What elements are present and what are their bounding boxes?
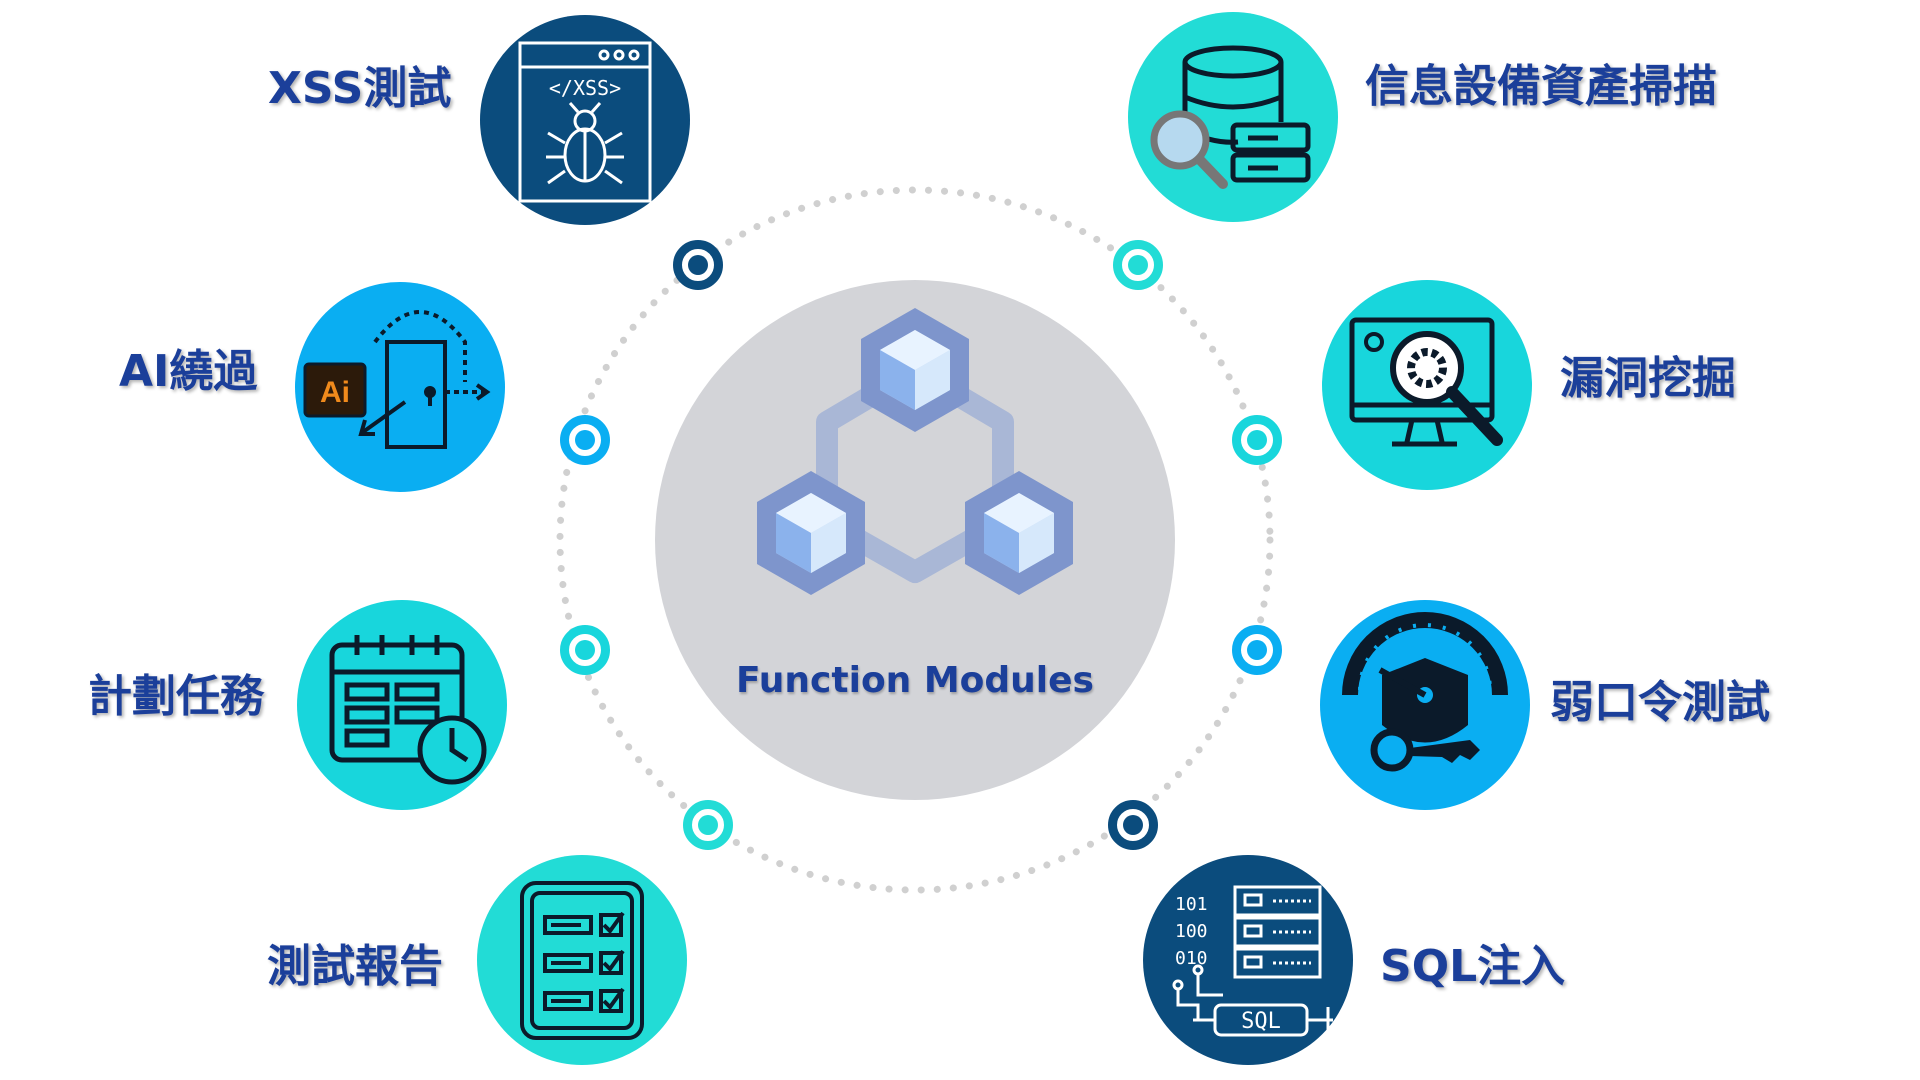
label-xss-test: XSS測試 <box>268 63 452 114</box>
binary-line-3: 010 <box>1175 948 1208 969</box>
module-test-report <box>477 855 687 1065</box>
label-asset-scan: 信息設備資產掃描 <box>1365 61 1717 112</box>
module-sql-injection: 101 100 010 SQL <box>1143 855 1353 1065</box>
checklist-report-icon <box>520 881 644 1040</box>
monitor-gear-search-icon <box>1349 317 1503 447</box>
ring-node-top-left <box>673 240 723 290</box>
module-asset-scan <box>1128 12 1338 222</box>
label-ai-bypass: AI繞過 <box>119 346 258 397</box>
sql-server-syringe-icon: 101 100 010 SQL <box>1172 885 1333 1037</box>
calendar-clock-icon <box>329 635 487 785</box>
module-ai-bypass: Ai <box>295 282 505 492</box>
label-scheduled-tasks: 計劃任務 <box>88 671 264 722</box>
ai-door-bypass-icon: Ai <box>303 310 491 449</box>
ring-node-bottom-right <box>1108 800 1158 850</box>
ring-node-upper-right <box>1232 415 1282 465</box>
label-test-report: 測試報告 <box>267 941 443 992</box>
ring-node-upper-left <box>560 415 610 465</box>
ring-node-top-right <box>1113 240 1163 290</box>
module-xss-test: </XSS> <box>480 15 690 225</box>
label-vulnerability-discovery: 漏洞挖掘 <box>1560 353 1736 404</box>
label-weak-password-test: 弱口令測試 <box>1550 677 1770 728</box>
ring-node-lower-left <box>560 625 610 675</box>
label-sql-injection: SQL注入 <box>1380 941 1566 992</box>
ai-badge-text: Ai <box>320 376 350 409</box>
binary-line-2: 100 <box>1175 921 1208 942</box>
central-hub: Function Modules <box>655 280 1175 800</box>
xss-tag-text: </XSS> <box>549 76 621 100</box>
module-scheduled-tasks <box>297 600 507 810</box>
gauge-shield-key-icon <box>1342 612 1508 772</box>
module-weak-password-test <box>1320 600 1530 810</box>
module-vulnerability-discovery <box>1322 280 1532 490</box>
hexagon-cubes-icon <box>757 308 1073 595</box>
xss-bug-window-icon: </XSS> <box>518 41 652 203</box>
binary-line-1: 101 <box>1175 894 1208 915</box>
ring-node-lower-right <box>1232 625 1282 675</box>
ring-node-bottom-left <box>683 800 733 850</box>
hub-title: Function Modules <box>736 660 1094 701</box>
sql-tag-text: SQL <box>1241 1009 1281 1034</box>
database-scan-icon <box>1150 45 1311 189</box>
